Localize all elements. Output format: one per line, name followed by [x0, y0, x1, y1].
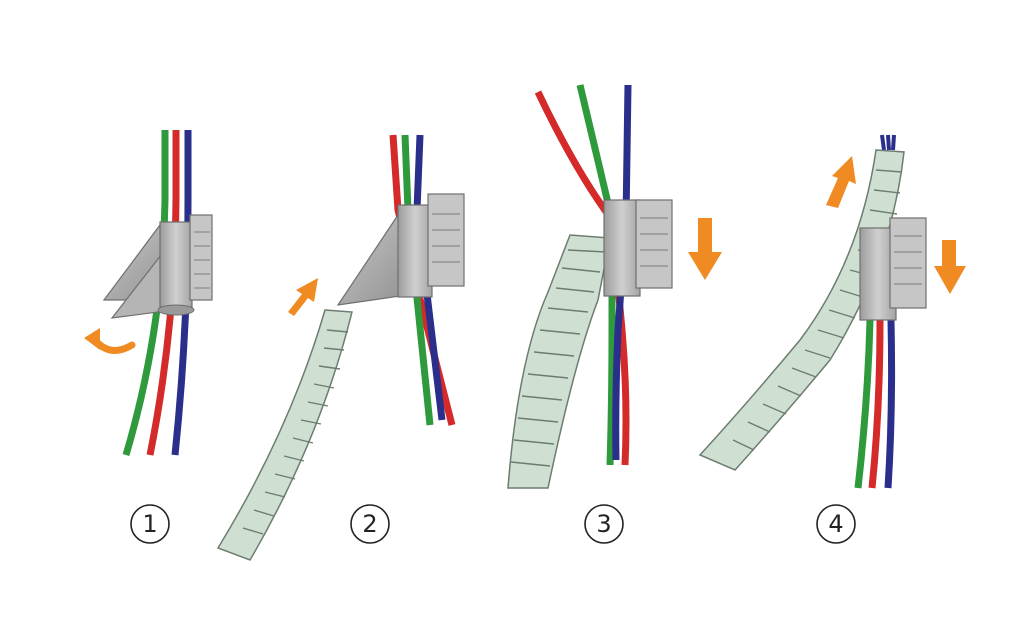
step-number-label: 4 — [828, 510, 843, 538]
tool-body — [159, 221, 193, 308]
green-wire — [854, 319, 874, 489]
blue-wire — [884, 319, 896, 489]
wrap-tool — [336, 193, 465, 306]
step-number-1: 1 — [130, 504, 170, 544]
red-wire — [146, 130, 180, 456]
step-number-2: 2 — [350, 504, 390, 544]
down-arrow-icon — [934, 240, 966, 294]
step-number-4: 4 — [816, 504, 856, 544]
green-wire — [122, 130, 169, 456]
blue-wire — [171, 130, 192, 456]
up-arrow-icon — [288, 278, 318, 316]
blue-wire — [612, 84, 632, 461]
tool-body — [397, 204, 433, 298]
down-arrow-icon — [688, 218, 722, 280]
tool-grip — [635, 199, 673, 289]
step-2-illustration — [216, 134, 465, 561]
tool-grip — [889, 217, 927, 309]
wire-bundle — [854, 134, 896, 489]
spiral-wrap — [216, 309, 353, 561]
tool-grip — [189, 214, 213, 301]
tool-grip — [427, 193, 465, 287]
wrap-tool — [102, 214, 213, 319]
step-number-3: 3 — [584, 504, 624, 544]
red-wire — [868, 319, 884, 489]
step-4-illustration — [698, 134, 966, 489]
tool-collar — [157, 304, 195, 316]
step-number-label: 1 — [142, 510, 157, 538]
spiral-wrap — [507, 234, 611, 489]
wire-bundle — [122, 130, 192, 456]
rotate-arrow-icon — [84, 328, 136, 354]
step-1-illustration — [84, 130, 213, 456]
step-number-label: 2 — [362, 510, 377, 538]
wrap-tool — [603, 199, 673, 297]
step-number-label: 3 — [596, 510, 611, 538]
wrap-tool — [859, 217, 927, 321]
up-arrow-icon — [826, 156, 856, 208]
tool-body — [603, 199, 641, 297]
step-3-illustration — [507, 84, 722, 489]
wire-ends-top — [880, 134, 896, 151]
